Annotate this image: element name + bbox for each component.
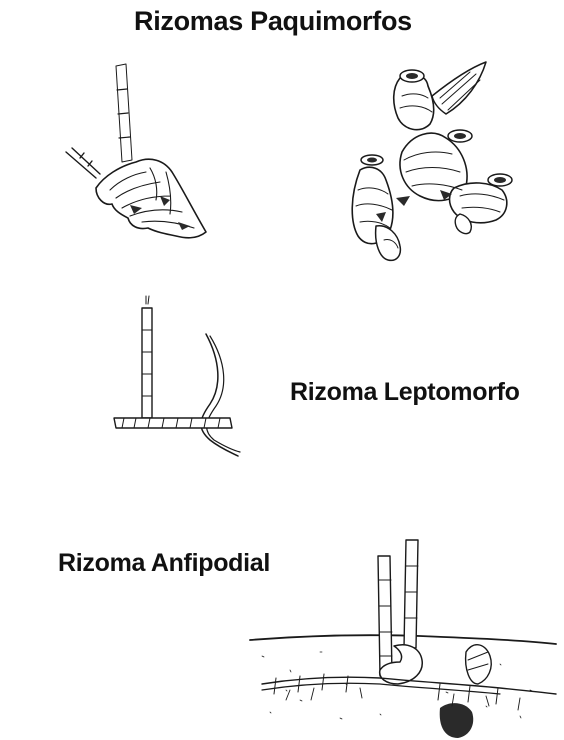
leptomorph-rhizome-drawing — [114, 296, 240, 456]
pachymorph-rhizome-drawing-right — [352, 62, 512, 260]
amphipodial-rhizome-drawing — [250, 540, 556, 738]
pachymorph-rhizome-drawing-left — [66, 64, 206, 238]
